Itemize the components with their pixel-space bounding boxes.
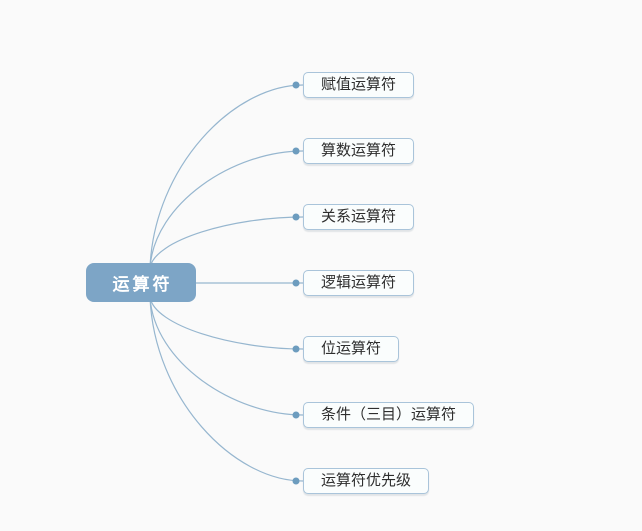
topic-node[interactable]: 条件（三目）运算符 <box>303 402 475 428</box>
topic-node[interactable]: 赋值运算符 <box>303 72 415 98</box>
topic-node[interactable]: 运算符优先级 <box>303 468 430 494</box>
topic-node[interactable]: 算数运算符 <box>303 138 415 164</box>
root-node-operators[interactable]: 运算符 <box>86 263 196 302</box>
connector-curve <box>149 296 304 416</box>
connector-dot <box>292 345 300 353</box>
connector-curve <box>149 216 304 269</box>
connector-dot <box>292 279 300 287</box>
topic-node[interactable]: 逻辑运算符 <box>303 270 415 296</box>
connector-dot <box>292 213 300 221</box>
connector-dot <box>292 411 300 419</box>
connector-curve <box>149 296 304 350</box>
connector-curve <box>149 296 304 482</box>
connector-curve <box>149 150 304 269</box>
connector-dot <box>292 477 300 485</box>
topic-node[interactable]: 位运算符 <box>303 336 400 362</box>
connector-curve <box>149 84 304 269</box>
topic-node[interactable]: 关系运算符 <box>303 204 415 230</box>
connector-dot <box>292 81 300 89</box>
root-node-label: 运算符 <box>112 275 173 294</box>
connector-dot <box>292 147 300 155</box>
